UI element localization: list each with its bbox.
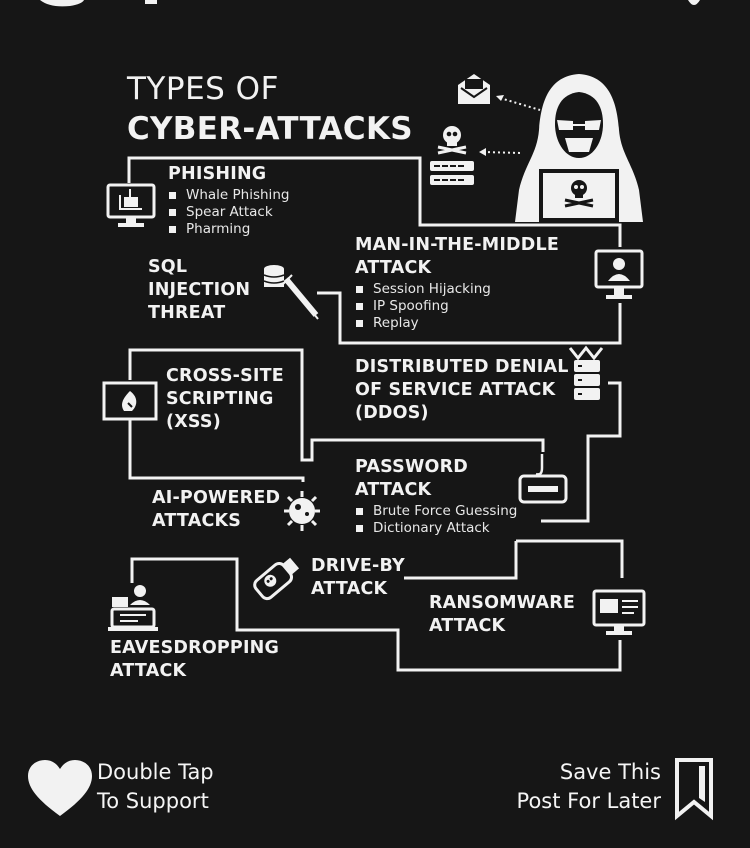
footer-right-line2: Post For Later <box>516 789 661 813</box>
list-item: Whale Phishing <box>168 187 289 204</box>
ddos-label: DISTRIBUTED DENIAL OF SERVICE ATTACK (DD… <box>355 357 569 423</box>
top-cropped-icons <box>40 0 700 7</box>
mitm-label: MAN-IN-THE-MIDDLE ATTACK <box>355 235 560 278</box>
eavesdropping-icon <box>108 585 158 631</box>
eavesdropping-label: EAVESDROPPING ATTACK <box>110 638 280 681</box>
footer-right-line1: Save This <box>559 760 661 784</box>
double-tap-text: Double Tap To Support <box>97 758 214 816</box>
list-item: Replay <box>355 315 491 332</box>
email-icon <box>458 74 490 104</box>
list-item: Dictionary Attack <box>355 520 517 537</box>
mitm-monitor-icon <box>594 249 644 299</box>
ddos-server-icon <box>568 345 604 400</box>
ransomware-label: RANSOMWARE ATTACK <box>429 593 576 636</box>
phishing-monitor-icon <box>106 183 156 227</box>
heart-icon[interactable] <box>28 760 92 818</box>
password-label: PASSWORD ATTACK <box>355 457 468 500</box>
ai-label: AI-POWERED ATTACKS <box>152 488 281 531</box>
password-list: Brute Force Guessing Dictionary Attack <box>355 503 517 537</box>
hacker-icon <box>515 74 643 222</box>
xss-label: CROSS-SITE SCRIPTING (XSS) <box>166 366 284 432</box>
sql-label: SQL INJECTION THREAT <box>148 257 251 323</box>
list-item: Session Hijacking <box>355 281 491 298</box>
phishing-list: Whale Phishing Spear Attack Pharming <box>168 187 289 238</box>
usb-skull-icon <box>253 557 300 601</box>
mitm-list: Session Hijacking IP Spoofing Replay <box>355 281 491 332</box>
list-item: Pharming <box>168 221 289 238</box>
password-hook-icon <box>518 454 568 504</box>
xss-window-icon <box>102 381 158 421</box>
list-item: Brute Force Guessing <box>355 503 517 520</box>
save-post-text: Save This Post For Later <box>517 758 661 816</box>
ransomware-monitor-icon <box>592 589 646 635</box>
list-item: Spear Attack <box>168 204 289 221</box>
bookmark-icon[interactable] <box>675 758 713 821</box>
title-line1: TYPES OF <box>127 71 279 107</box>
title-line2: CYBER-ATTACKS <box>127 111 413 147</box>
footer-left-line2: To Support <box>97 789 209 813</box>
footer-left-line1: Double Tap <box>97 760 214 784</box>
ai-virus-icon <box>284 491 320 531</box>
syringe-database-icon <box>263 265 319 320</box>
skull-server-icon <box>430 126 474 185</box>
phishing-label: PHISHING <box>168 164 267 184</box>
list-item: IP Spoofing <box>355 298 491 315</box>
driveby-label: DRIVE-BY ATTACK <box>311 556 405 599</box>
